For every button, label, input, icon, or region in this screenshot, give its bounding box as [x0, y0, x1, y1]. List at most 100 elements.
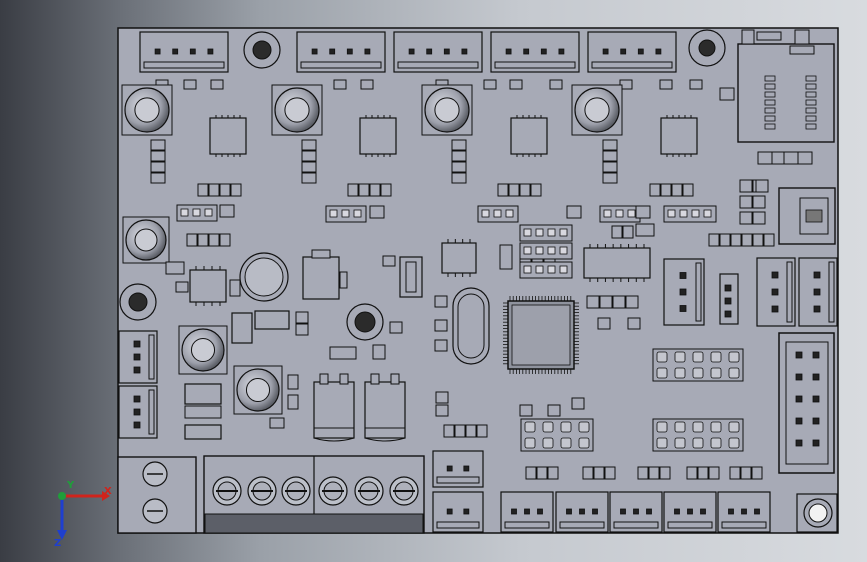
smd-resistor — [219, 233, 231, 247]
mounting-hole — [808, 503, 828, 523]
smd-capacitor — [499, 244, 513, 270]
smd-resistor — [602, 150, 618, 162]
smd-resistor — [454, 424, 466, 438]
smd-resistor — [197, 183, 209, 197]
jst-pin — [724, 297, 732, 305]
jumper-pin — [353, 209, 362, 218]
pin-header-pin — [674, 367, 686, 379]
smd-resistor — [333, 79, 347, 90]
smd-capacitor — [295, 311, 309, 324]
smd-resistor — [358, 183, 370, 197]
smd-resistor — [697, 466, 709, 480]
sd-pin — [805, 115, 817, 122]
smd-resistor — [755, 179, 769, 193]
smd-capacitor — [434, 295, 448, 308]
crystal-inner — [457, 293, 485, 359]
jumper-pin — [667, 209, 676, 218]
smd-resistor — [625, 295, 639, 309]
smd-resistor — [602, 172, 618, 184]
driver-ic — [510, 117, 548, 155]
pin-header-pin — [692, 421, 704, 433]
pin-header-pin — [728, 351, 740, 363]
pin-header-pin — [728, 437, 740, 449]
jst-pin — [154, 48, 161, 55]
smd-resistor — [184, 405, 222, 419]
sd-indicator — [756, 31, 782, 41]
jumper-pin — [603, 209, 612, 218]
smd-resistor — [451, 150, 467, 162]
smd-capacitor — [783, 151, 799, 165]
smd-resistor — [739, 211, 753, 225]
mounting-hole — [128, 292, 148, 312]
smd-resistor — [635, 205, 651, 219]
jst-pin — [463, 465, 470, 472]
jumper-header — [663, 205, 717, 223]
jumper-pin — [329, 209, 338, 218]
sd-indicator — [789, 45, 815, 55]
inductor-core — [284, 97, 310, 123]
smd-resistor — [602, 161, 618, 173]
smd-resistor — [287, 394, 299, 410]
smd-resistor — [508, 183, 520, 197]
jumper-pin — [559, 265, 568, 274]
smd-resistor — [599, 295, 613, 309]
smd-resistor — [208, 233, 220, 247]
jst-pin — [133, 366, 141, 374]
smd-capacitor — [434, 319, 448, 332]
voltage-regulator — [302, 256, 340, 300]
idc-pin — [795, 395, 803, 403]
smd-resistor — [301, 150, 317, 162]
jumper-pin — [481, 209, 490, 218]
smd-resistor — [301, 161, 317, 173]
smd-resistor — [183, 79, 197, 90]
idc-header-inner — [785, 341, 829, 465]
smd-diode — [254, 310, 290, 330]
mounting-hole — [698, 39, 716, 57]
smd-diode — [635, 223, 655, 237]
idc-pin — [812, 373, 820, 381]
electrolytic-capacitor — [364, 381, 406, 439]
sd-pin — [764, 99, 776, 106]
idc-pin — [795, 417, 803, 425]
inductor-core — [190, 337, 216, 363]
terminal-base — [204, 513, 424, 534]
smd-resistor — [547, 466, 559, 480]
jumper-pin — [493, 209, 502, 218]
smd-resistor — [197, 233, 209, 247]
jst-pin — [446, 508, 453, 515]
pin-header-pin — [542, 421, 554, 433]
smd-resistor — [483, 79, 497, 90]
idc-pin — [812, 417, 820, 425]
jumper-pin — [523, 228, 532, 237]
smd-resistor — [708, 233, 720, 247]
smd-resistor — [301, 139, 317, 151]
smd-capacitor — [329, 346, 357, 360]
smd-capacitor — [382, 255, 396, 267]
jst-pin — [463, 508, 470, 515]
jst-pin — [679, 305, 687, 312]
smd-resistor — [360, 79, 374, 90]
pin-header-pin — [524, 437, 536, 449]
jumper-pin — [535, 246, 544, 255]
jumper-pin — [523, 246, 532, 255]
smd-resistor — [184, 424, 222, 440]
pin-header-pin — [710, 367, 722, 379]
jst-pin — [813, 305, 821, 313]
jst-pin — [511, 508, 517, 515]
jst-pin — [771, 288, 779, 296]
smd-capacitor — [435, 404, 449, 417]
jst-pin — [346, 48, 353, 55]
jumper-pin — [505, 209, 514, 218]
z-axis-arrow — [57, 530, 67, 540]
smd-resistor — [752, 211, 766, 225]
jst-lip — [148, 334, 155, 380]
jst-pin — [646, 508, 652, 515]
pin-header-pin — [674, 437, 686, 449]
orientation-triad[interactable]: X Y Z — [40, 478, 120, 548]
smd-resistor — [150, 150, 166, 162]
idc-pin — [812, 395, 820, 403]
jst-pin — [172, 48, 179, 55]
jst-pin — [771, 305, 779, 313]
